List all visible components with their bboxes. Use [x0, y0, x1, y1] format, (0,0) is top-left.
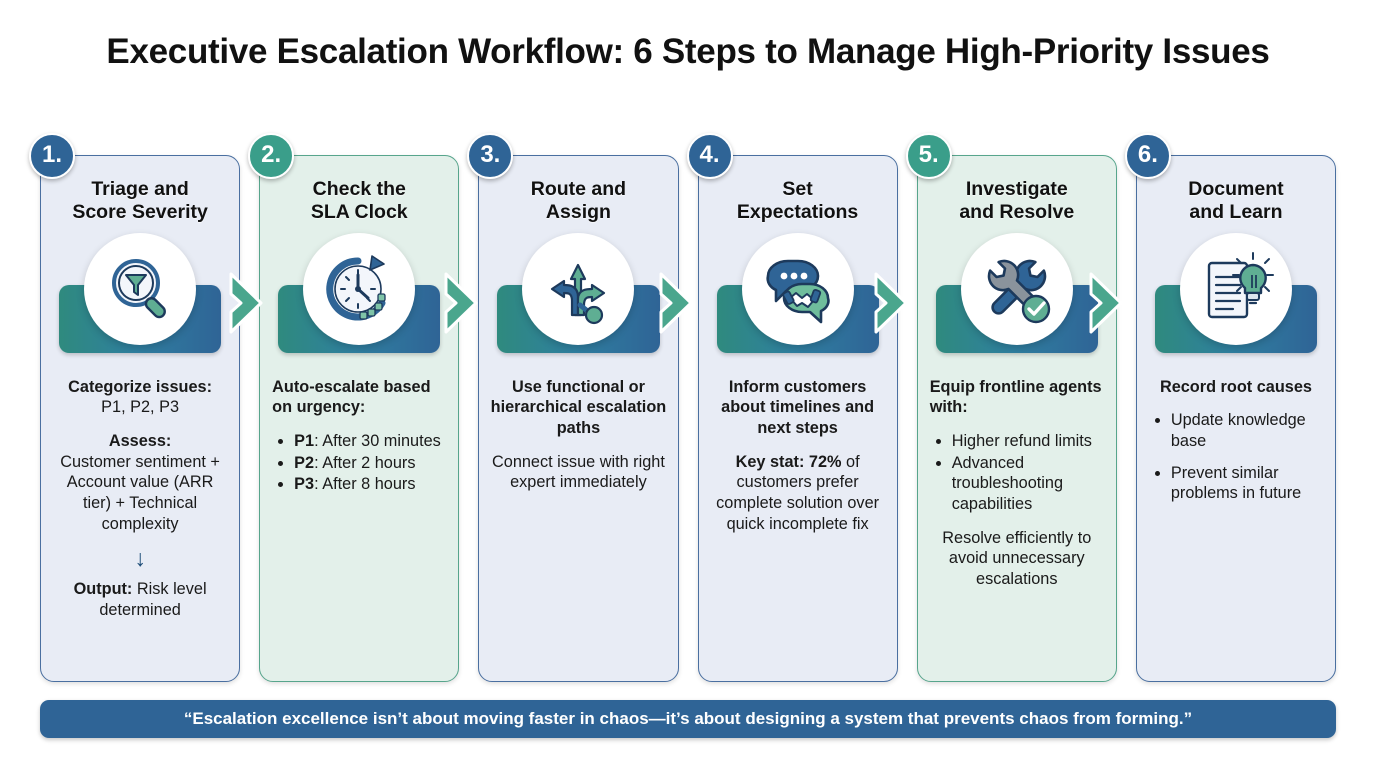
step-number-badge-1: 1. [29, 133, 75, 179]
clock-refresh-icon [303, 232, 416, 345]
step-body-6: Record root causes Update knowledge base… [1147, 377, 1325, 504]
step-card-2[interactable]: 2. Check the SLA Clock [248, 133, 460, 682]
learning-actions-list: Update knowledge base Prevent similar pr… [1147, 410, 1325, 504]
icon-zone-5 [928, 229, 1106, 363]
step-card-6[interactable]: 6. Document and Learn [1124, 133, 1337, 682]
step-number-badge-6: 6. [1124, 133, 1171, 179]
step-title-4: Set Expectations [736, 178, 859, 223]
step-title-5: Investigate and Resolve [959, 178, 1075, 223]
document-lightbulb-icon [1179, 232, 1292, 345]
auto-escalate-label: Auto-escalate based on urgency: [272, 377, 431, 417]
step-title-3: Route and Assign [530, 178, 627, 223]
wrench-check-icon [960, 232, 1073, 345]
list-item: Update knowledge base [1171, 410, 1325, 451]
assess-label: Assess: [108, 432, 172, 450]
step-body-4: Inform customers about timelines and nex… [709, 377, 887, 535]
icon-zone-2 [270, 229, 448, 363]
steps-container: 1. Triage and Score Severity Categorize … [29, 133, 1337, 682]
step-number-badge-3: 3. [467, 133, 514, 179]
step-title-1: Triage and Score Severity [72, 178, 208, 223]
agent-capability-list: Higher refund limits Advanced troublesho… [928, 431, 1106, 515]
connect-expert-text: Connect issue with right expert immediat… [492, 452, 665, 492]
key-stat-value: Key stat: 72% [735, 452, 842, 471]
list-item: Higher refund limits [952, 431, 1106, 452]
list-item: P3: After 8 hours [294, 474, 448, 495]
categorize-label: Categorize issues: [68, 377, 213, 396]
resolve-efficiently-text: Resolve efficiently to avoid unnecessary… [942, 528, 1092, 589]
chat-handshake-icon [741, 232, 854, 345]
icon-zone-3 [489, 229, 667, 363]
output-label: Output: [73, 580, 133, 599]
list-item: Advanced troubleshooting capabilities [952, 453, 1106, 515]
equip-agents-label: Equip frontline agents with: [929, 377, 1102, 417]
footer-quote-banner: “Escalation excellence isn’t about movin… [40, 700, 1336, 738]
step-body-5: Equip frontline agents with: Higher refu… [928, 377, 1106, 590]
step-card-5[interactable]: 5. Investigate and Resolve [905, 133, 1117, 682]
step-card-3[interactable]: 3. Route and Assign Use functional or [467, 133, 679, 682]
categorize-values: P1, P2, P3 [101, 398, 179, 417]
magnifier-funnel-icon [84, 232, 197, 345]
list-item: P1: After 30 minutes [294, 431, 448, 452]
record-root-causes-label: Record root causes [1159, 377, 1312, 396]
list-item: Prevent similar problems in future [1171, 463, 1325, 504]
step-title-6: Document and Learn [1188, 178, 1284, 223]
step-body-2: Auto-escalate based on urgency: P1: Afte… [270, 377, 448, 495]
icon-zone-4 [709, 229, 887, 363]
escalation-paths-label: Use functional or hierarchical escalatio… [490, 377, 667, 437]
step-number-badge-2: 2. [248, 133, 295, 179]
step-body-3: Use functional or hierarchical escalatio… [489, 377, 667, 493]
icon-zone-1 [51, 229, 229, 363]
output-text: Risk level determined [99, 580, 207, 620]
route-arrows-icon [522, 232, 635, 345]
step-card-1[interactable]: 1. Triage and Score Severity Categorize … [29, 133, 241, 682]
inform-customers-label: Inform customers about timelines and nex… [721, 377, 875, 437]
list-item: P2: After 2 hours [294, 453, 448, 474]
sla-bullet-list: P1: After 30 minutes P2: After 2 hours P… [270, 431, 448, 495]
page-title: Executive Escalation Workflow: 6 Steps t… [106, 32, 1270, 71]
icon-zone-6 [1147, 229, 1325, 363]
assess-text: Customer sentiment + Account value (ARR … [60, 452, 220, 533]
step-number-badge-5: 5. [905, 133, 952, 179]
down-arrow-icon: ↓ [134, 545, 146, 572]
step-body-1: Categorize issues: P1, P2, P3 Assess: Cu… [51, 377, 229, 621]
step-card-4[interactable]: 4. Set Expectations [686, 133, 898, 682]
step-number-badge-4: 4. [686, 133, 733, 179]
key-stat-text: Key stat: 72% of customers prefer comple… [716, 452, 880, 533]
step-title-2: Check the SLA Clock [310, 178, 408, 223]
